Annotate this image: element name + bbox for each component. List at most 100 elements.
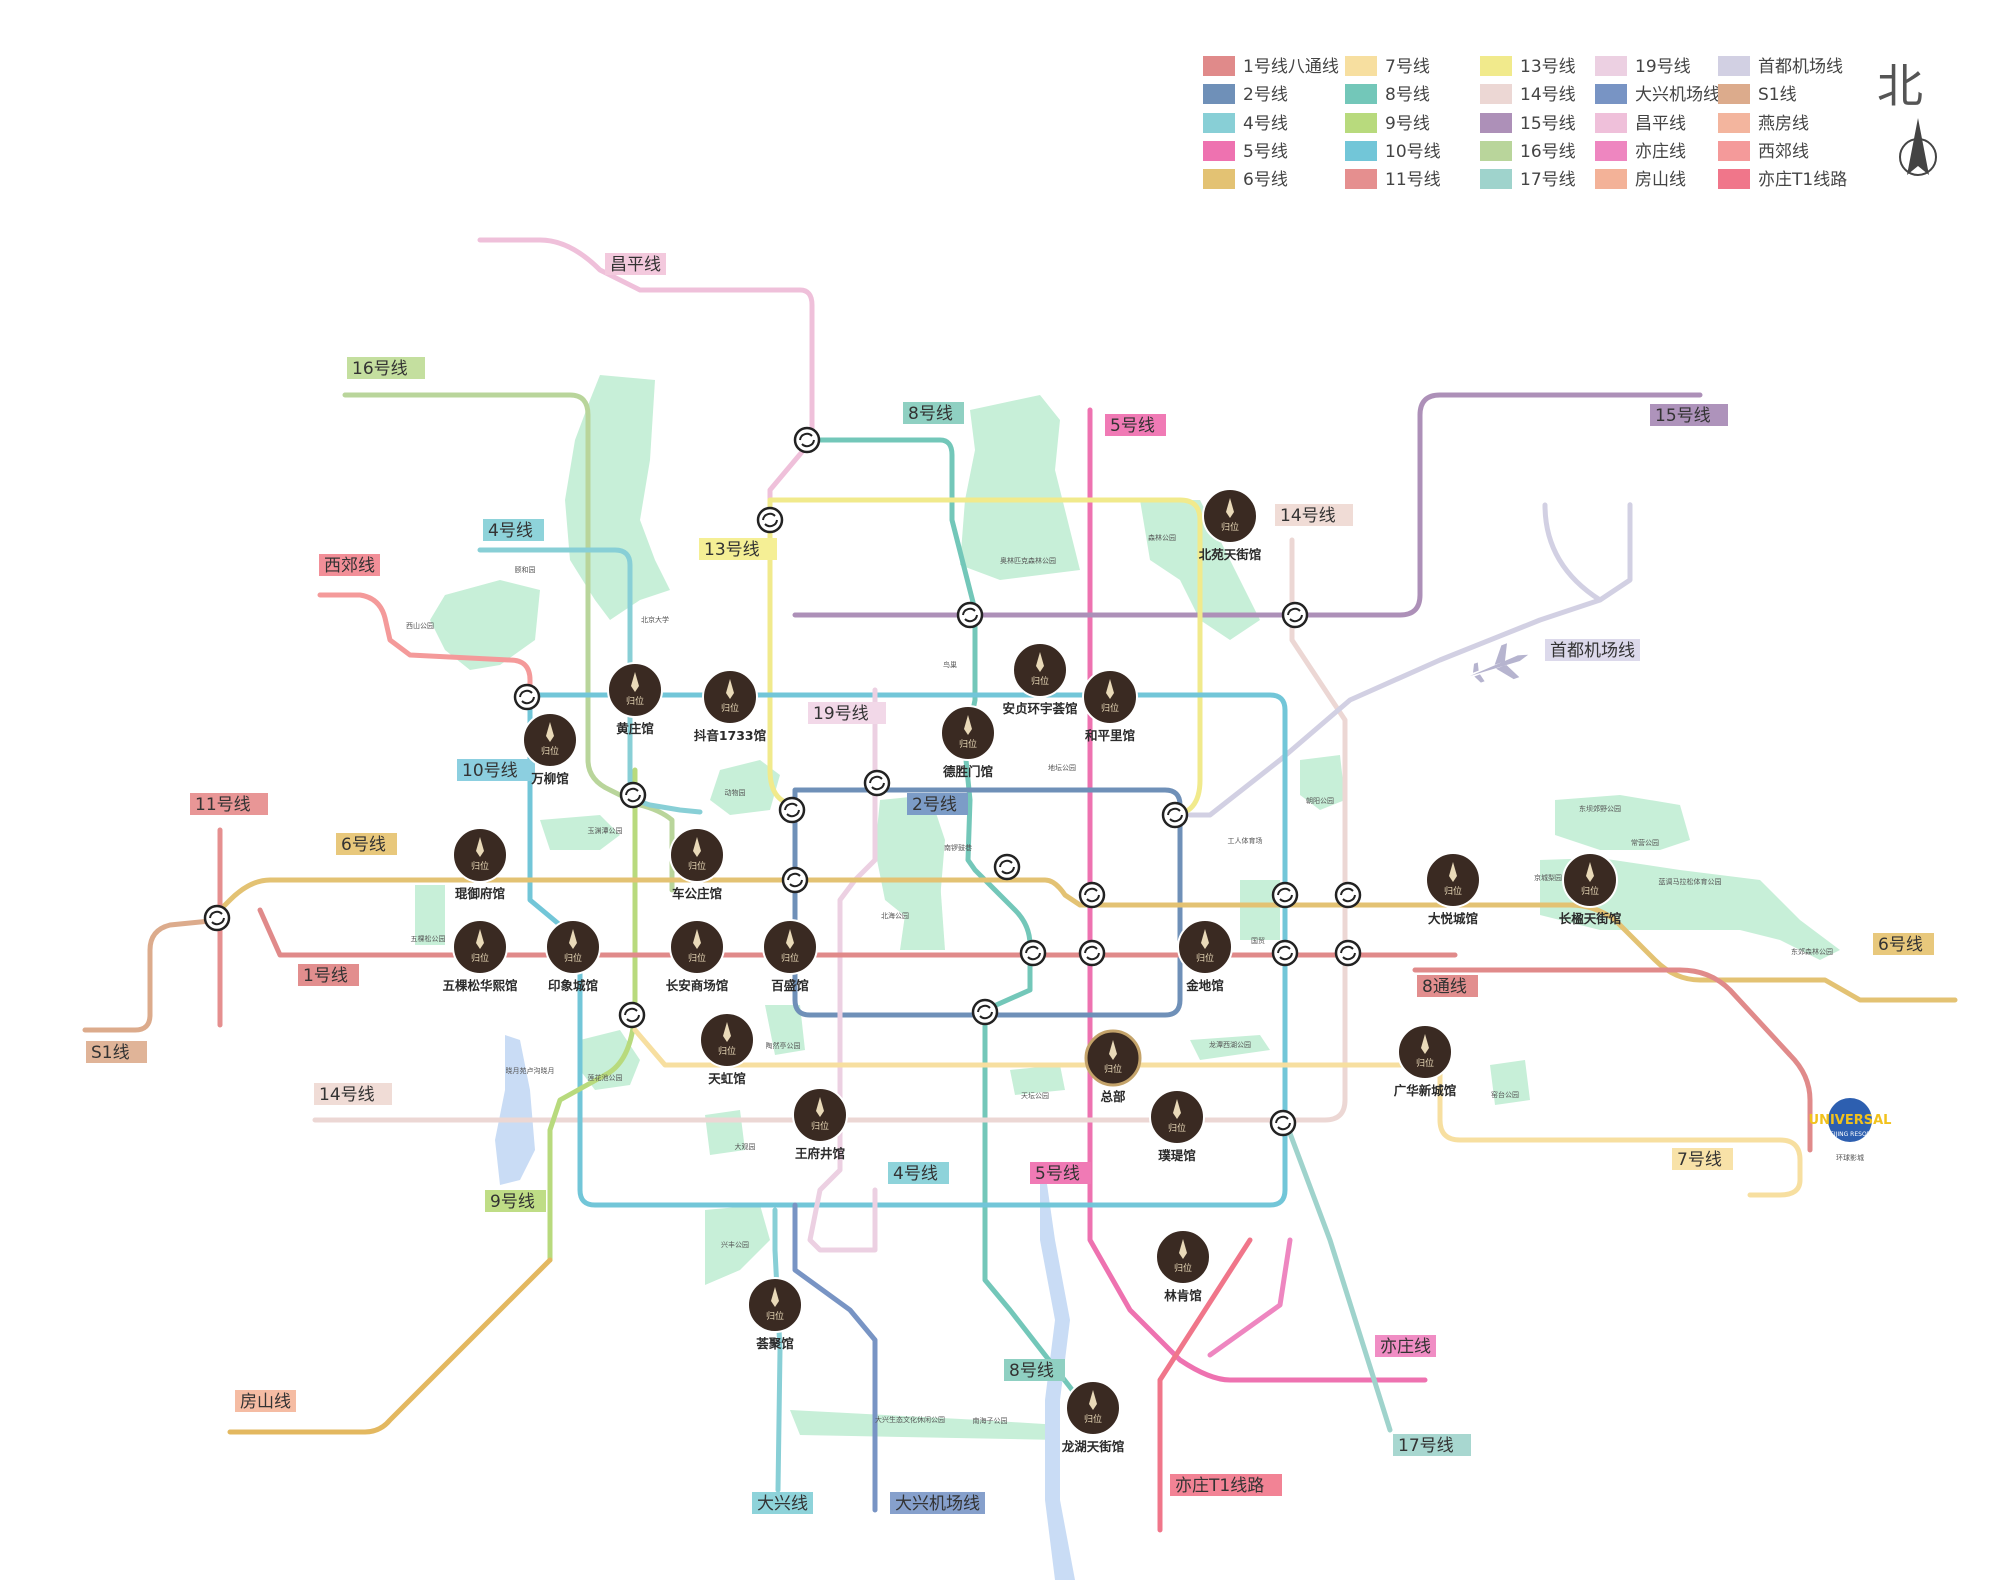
legend-swatch [1718, 84, 1750, 104]
legend-swatch [1480, 169, 1512, 189]
store-logo-text: 归位 [1031, 675, 1049, 687]
store-label: 金地馆 [1185, 978, 1224, 993]
store-logo-text: 归位 [471, 952, 489, 964]
line-7 [632, 1027, 1803, 1198]
store-logo-text: 归位 [1104, 1063, 1122, 1075]
legend-label: S1线 [1758, 85, 1797, 105]
legend-swatch [1718, 113, 1750, 133]
park-tiantan [1010, 1065, 1065, 1095]
poi-label: 陶然亭公园 [766, 1041, 801, 1050]
poi-label: 窑台公园 [1491, 1090, 1519, 1099]
store-logo-icon [1421, 1034, 1429, 1054]
line-16 [342, 392, 675, 893]
transfer-icon [203, 904, 231, 932]
line-tag-bg [314, 1083, 392, 1105]
legend-label: 16号线 [1520, 142, 1576, 162]
store-label: 抖音1733馆 [694, 728, 766, 743]
line-tag-bg [808, 702, 886, 724]
store-logo-text: 归位 [1174, 1262, 1192, 1274]
line-6 [212, 877, 1958, 1003]
line-tag-label: 大兴机场线 [895, 1494, 980, 1514]
legend-label: 8号线 [1385, 85, 1430, 105]
legend-label: 6号线 [1243, 170, 1288, 190]
transfer-icon [1078, 939, 1106, 967]
legend-label: 亦庄线 [1635, 142, 1686, 162]
store-logo-icon [1089, 1390, 1097, 1410]
transfer-stations [203, 426, 1362, 1137]
legend-swatch [1718, 169, 1750, 189]
north-arrow-icon [1899, 118, 1937, 176]
store-label: 黄庄馆 [616, 721, 654, 736]
line-2 [792, 787, 1183, 1018]
line-tag-bg [298, 964, 359, 986]
store-label: 林肯馆 [1164, 1288, 1202, 1303]
store-markers: 归位北苑天街馆归位黄庄馆归位抖音1733馆归位安贞环宇荟馆归位和平里馆归位德胜门… [442, 488, 1622, 1454]
store-logo-text: 归位 [959, 738, 977, 750]
store-logo-icon [771, 1287, 779, 1307]
transfer-icon [971, 998, 999, 1026]
line-tag-label: 2号线 [912, 795, 957, 815]
store-logo-text: 归位 [471, 860, 489, 872]
store-label: 百盛馆 [771, 978, 809, 993]
store-label: 车公庄馆 [672, 886, 722, 901]
line-airport [1187, 502, 1633, 818]
legend-swatch [1345, 56, 1377, 76]
line-tag-bg [1393, 1434, 1471, 1456]
line-tag-bg [1170, 1474, 1282, 1496]
park-longtan [1190, 1035, 1270, 1060]
line-tag-label: 8号线 [1009, 1361, 1054, 1381]
poi-label: 京城梨园 [1534, 873, 1562, 882]
legend-swatch [1480, 113, 1512, 133]
legend-label: 14号线 [1520, 85, 1576, 105]
park-haidian-north [565, 375, 670, 620]
store-label: 长安商场馆 [666, 978, 729, 993]
line-17 [1282, 1117, 1393, 1433]
transfer-icon [618, 1001, 646, 1029]
line-tag-label: 15号线 [1655, 406, 1711, 426]
store-logo-text: 归位 [766, 1310, 784, 1322]
poi-label: 国贸 [1251, 936, 1265, 945]
poi-label: 蓝调马拉松体育公园 [1659, 877, 1722, 886]
line-tag-label: 11号线 [195, 795, 251, 815]
store-logo-text: 归位 [1581, 885, 1599, 897]
line-fangshan [227, 1257, 553, 1435]
legend-label: 亦庄T1线路 [1758, 170, 1847, 190]
line-tag-label: 6号线 [1878, 935, 1923, 955]
store-logo-text: 归位 [688, 860, 706, 872]
transfer-icon [781, 866, 809, 894]
transfer-icon [513, 683, 541, 711]
legend-label: 19号线 [1635, 57, 1691, 77]
line-tag-label: 8通线 [1422, 977, 1467, 997]
line-tag-bg [1105, 414, 1166, 436]
poi-label: 南海子公园 [973, 1416, 1008, 1425]
line-tag-label: 19号线 [813, 704, 869, 724]
line-tag-label: 5号线 [1110, 416, 1155, 436]
park-tiananmen [900, 880, 945, 950]
line-tag-label: 亦庄T1线路 [1175, 1476, 1264, 1496]
